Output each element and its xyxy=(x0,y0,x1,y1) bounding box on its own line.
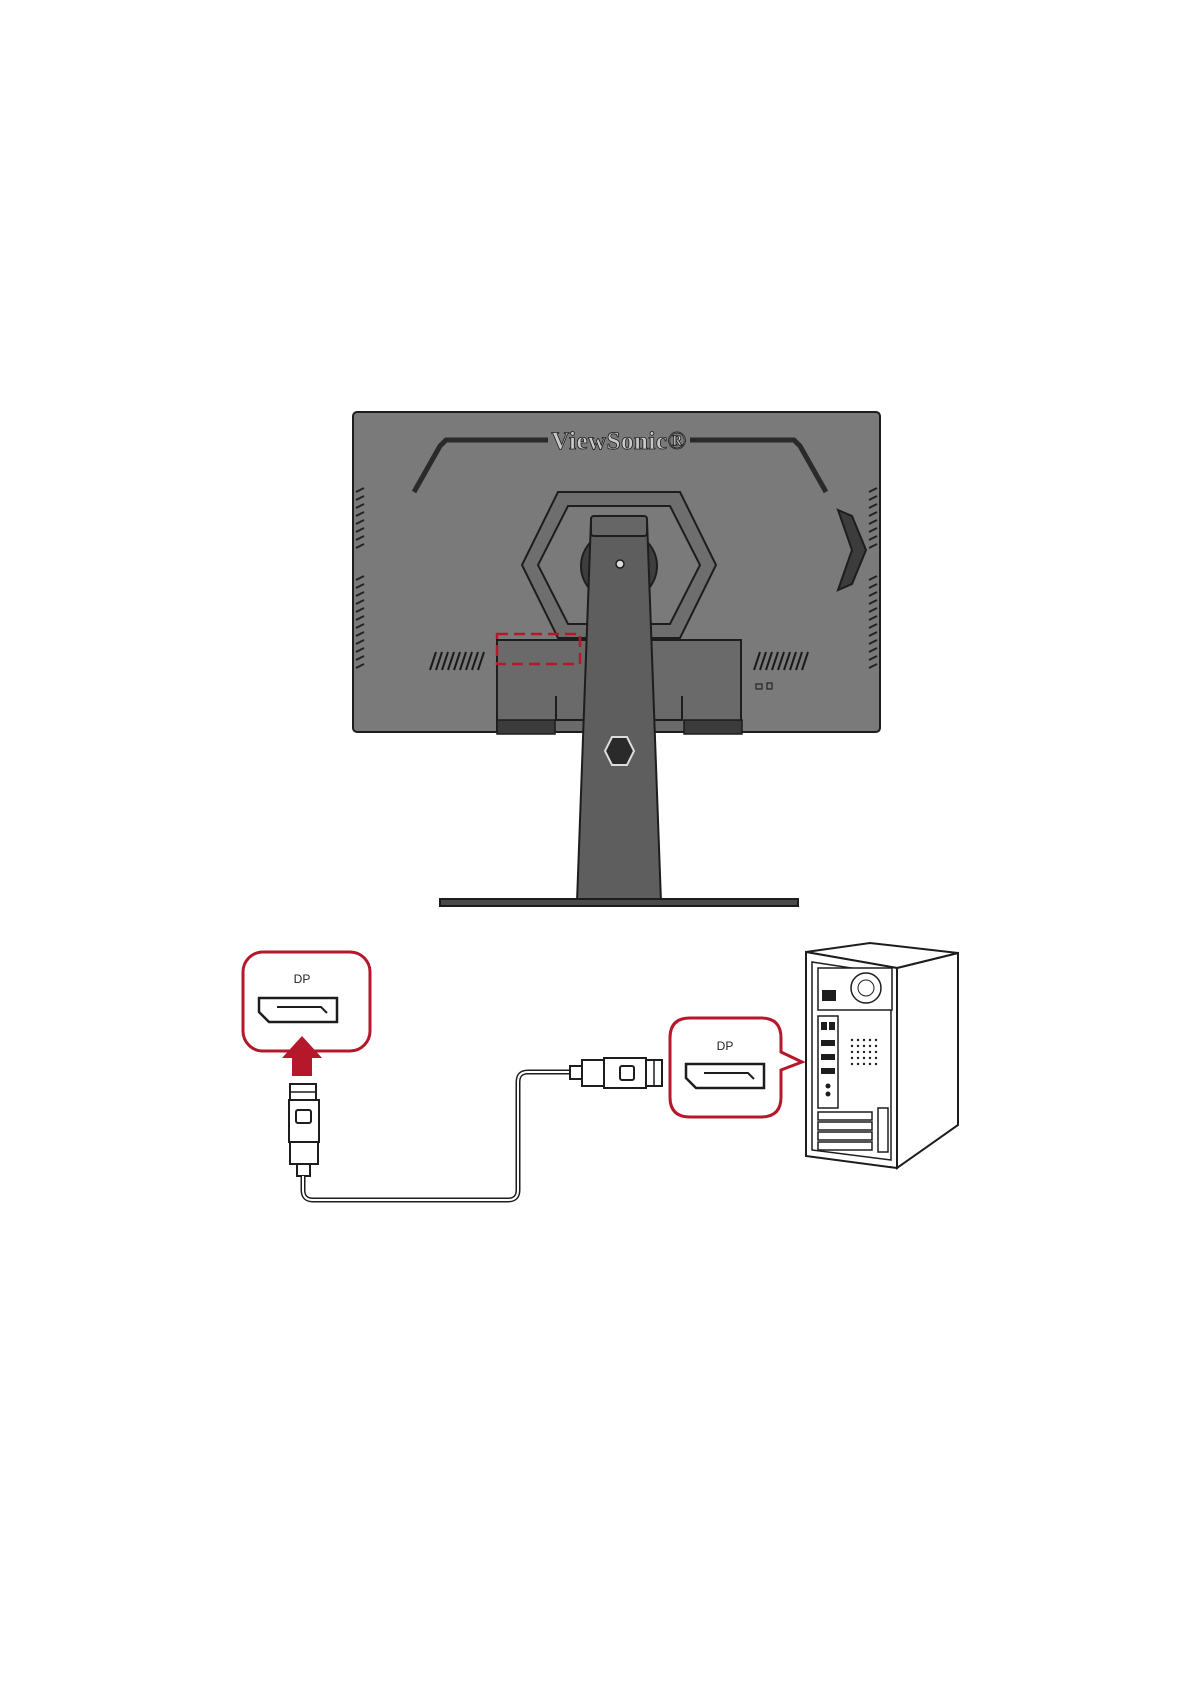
cable-line xyxy=(303,1072,570,1200)
pc-psu-fan-icon xyxy=(851,973,881,1003)
pc-side-panel xyxy=(897,953,958,1168)
monitor-port-block-left xyxy=(497,720,555,734)
cable-connector-right-boot xyxy=(582,1060,604,1086)
cable-line-inner xyxy=(303,1072,570,1200)
pc-power-socket xyxy=(822,990,836,1001)
pc-dp-callout: DP xyxy=(670,1018,802,1117)
monitor-cable-hole xyxy=(605,737,634,765)
pc-io-audio-1 xyxy=(826,1084,831,1089)
pc-io-audio-2 xyxy=(826,1092,831,1097)
pc-io-port-2 xyxy=(829,1022,835,1030)
cable-connector-left-boot xyxy=(290,1142,318,1164)
dp-logo-icon xyxy=(296,1110,311,1123)
pc-dp-label: DP xyxy=(717,1039,734,1053)
pc-io-port-5 xyxy=(821,1068,835,1074)
monitor-stand-neck xyxy=(577,520,661,902)
monitor-dp-callout: DP xyxy=(243,952,370,1051)
dp-logo-icon-right xyxy=(620,1066,634,1080)
desktop-pc-tower-icon xyxy=(806,943,958,1168)
cable-connector-right-strain xyxy=(570,1066,582,1079)
monitor-stand-top xyxy=(591,516,647,536)
pc-slot-cover xyxy=(878,1108,888,1152)
monitor-dp-label: DP xyxy=(294,972,311,986)
displayport-cable xyxy=(289,1058,662,1200)
monitor-stand-screw xyxy=(616,560,624,568)
monitor-brand-logo: ViewSonic® xyxy=(551,428,686,455)
pc-io-port-1 xyxy=(821,1022,827,1030)
pc-io-port-4 xyxy=(821,1054,835,1060)
monitor-port-block-right xyxy=(684,720,742,734)
monitor-rear-view: ViewSonic® xyxy=(353,412,880,906)
pc-io-port-3 xyxy=(821,1040,835,1046)
monitor-stand-base xyxy=(440,899,798,906)
cable-connector-left-strain xyxy=(297,1164,310,1176)
